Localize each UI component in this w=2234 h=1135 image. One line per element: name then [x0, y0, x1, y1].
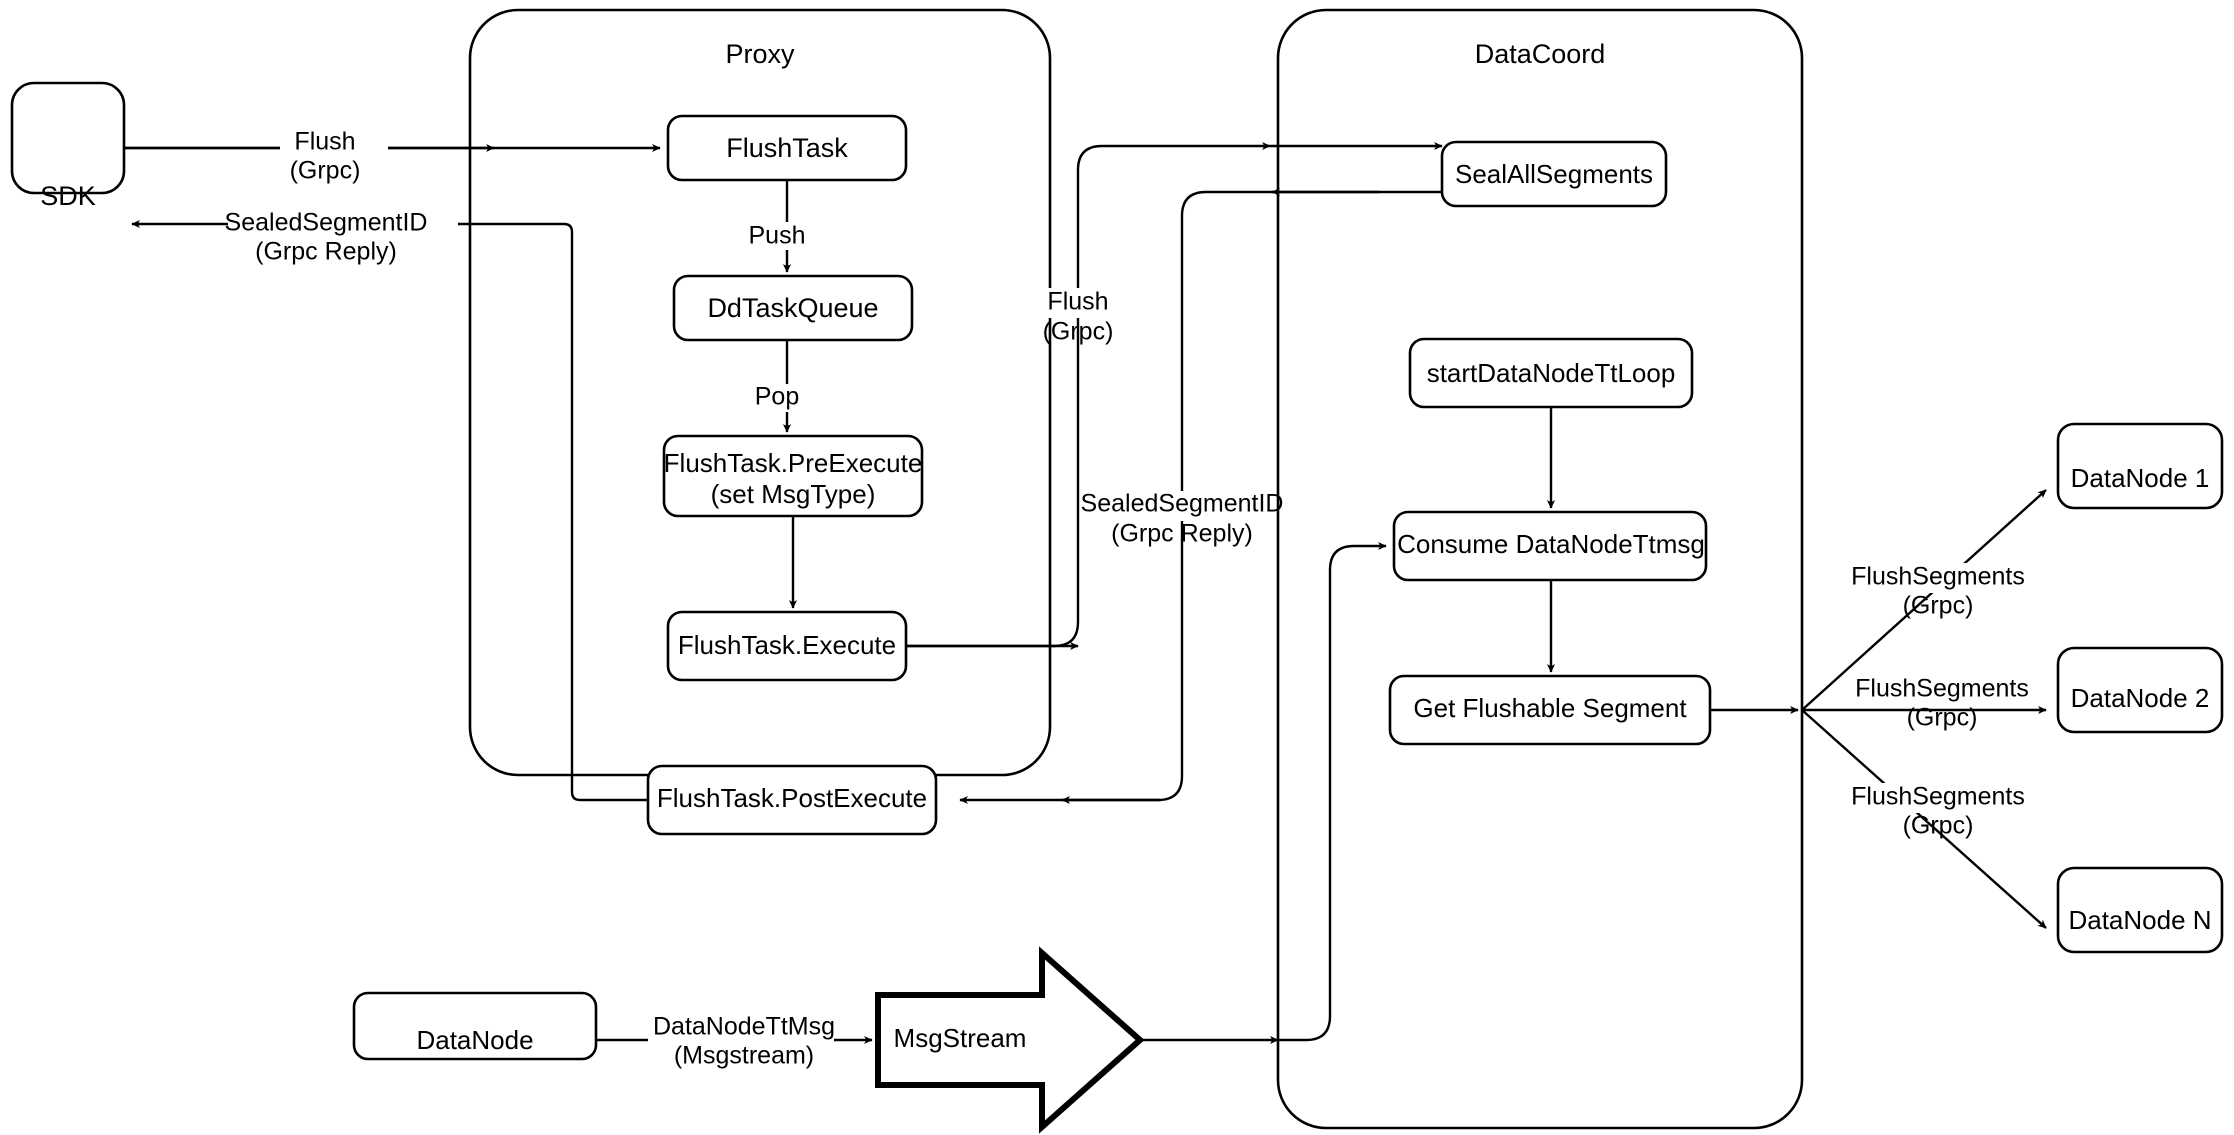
proxy-container-label: Proxy — [725, 39, 795, 69]
postexecute-label: FlushTask.PostExecute — [657, 783, 927, 813]
node-flushtask[interactable]: FlushTask — [666, 114, 908, 182]
flushsegments-label-bg-2 — [1848, 675, 2036, 705]
sealallsegments-label: SealAllSegments — [1455, 159, 1653, 189]
proxy-datacoord-flush-line2: (Grpc) — [1043, 318, 1114, 346]
preexecute-label-line2: (set MsgType) — [711, 479, 876, 509]
datacoord-proxy-sealed-line2: (Grpc Reply) — [1111, 520, 1253, 548]
flushsegments-1-line2: (Grpc) — [1903, 592, 1974, 620]
datanodettmsg-line1: DataNodeTtMsg — [653, 1013, 835, 1041]
node-datanode-bottom[interactable]: DataNode — [352, 991, 598, 1061]
datacoord-proxy-sealed-line1: SealedSegmentID — [1081, 490, 1284, 518]
node-sdk[interactable]: SDK — [10, 81, 126, 211]
node-ddtaskqueue[interactable]: DdTaskQueue — [672, 274, 914, 342]
pop-label: Pop — [755, 383, 799, 411]
startdatanodettloop-label: startDataNodeTtLoop — [1427, 358, 1676, 388]
consume-datanodettmsg-label: Consume DataNodeTtmsg — [1397, 529, 1705, 559]
flushsegments-2-line1: FlushSegments — [1855, 675, 2029, 703]
flush-grpc-label-bg-1 — [280, 125, 388, 157]
node-datanode-n[interactable]: DataNode N — [2056, 866, 2224, 954]
datacoord-container-border — [1276, 8, 1804, 1130]
sealed-segment-label-bg-2 — [1088, 491, 1270, 521]
msgstream-arrow-shape[interactable] — [875, 946, 1145, 1134]
datacoord-container-label: DataCoord — [1475, 39, 1606, 69]
sdk-flush-label-line2: (Grpc) — [290, 157, 361, 185]
flushsegments-label-bg-1 — [1844, 563, 2032, 593]
node-startdatanodettloop[interactable]: startDataNodeTtLoop — [1408, 337, 1694, 409]
node-datanode-2[interactable]: DataNode 2 — [2056, 646, 2224, 734]
ddtaskqueue-label: DdTaskQueue — [707, 293, 878, 323]
node-flushtask-preexecute[interactable]: FlushTask.PreExecute (set MsgType) — [662, 434, 924, 518]
node-msgstream[interactable]: MsgStream — [875, 946, 1145, 1134]
datanode-bottom-label: DataNode — [416, 1025, 533, 1055]
sdk-label: SDK — [40, 181, 96, 211]
flushsegments-label-bg-3 — [1844, 783, 2032, 813]
node-consume-datanodettmsg[interactable]: Consume DataNodeTtmsg — [1392, 510, 1708, 582]
flushsegments-1-line1: FlushSegments — [1851, 563, 2025, 591]
node-get-flushable-segment[interactable]: Get Flushable Segment — [1388, 674, 1712, 746]
datanode-bottom-box[interactable] — [352, 991, 598, 1061]
sdk-sealed-label-line2: (Grpc Reply) — [255, 238, 397, 266]
datanodettmsg-label-bg — [648, 1015, 834, 1043]
datanode-n-label: DataNode N — [2068, 905, 2211, 935]
datanode-1-label: DataNode 1 — [2071, 463, 2210, 493]
execute-label: FlushTask.Execute — [678, 630, 896, 660]
edge-fanout-to-datanode-n — [1801, 709, 2047, 929]
sdk-sealed-label-line1: SealedSegmentID — [225, 209, 428, 237]
proxy-datacoord-flush-line1: Flush — [1047, 288, 1108, 316]
sealallsegments-box[interactable] — [1440, 140, 1668, 208]
datanode-n-box[interactable] — [2056, 866, 2224, 954]
msgstream-label: MsgStream — [894, 1023, 1027, 1053]
push-label-bg — [744, 222, 810, 250]
node-flushtask-postexecute[interactable]: FlushTask.PostExecute — [646, 764, 938, 836]
edge-postexecute-to-sdk — [131, 219, 648, 802]
edge-fanout-to-datanode-1 — [1801, 489, 2047, 711]
sdk-box[interactable] — [10, 81, 126, 195]
sdk-flush-label-line1: Flush — [294, 128, 355, 156]
sealed-segment-label-bg-1 — [228, 210, 458, 240]
push-label: Push — [749, 222, 806, 250]
flushsegments-n-line1: FlushSegments — [1851, 783, 2025, 811]
edge-execute-to-datacoord — [906, 141, 1271, 648]
postexecute-box[interactable] — [646, 764, 938, 836]
container-datacoord: DataCoord — [1276, 8, 1804, 1130]
flushtask-label: FlushTask — [726, 133, 848, 163]
node-datanode-1[interactable]: DataNode 1 — [2056, 422, 2224, 510]
datanode-1-box[interactable] — [2056, 422, 2224, 510]
datanode-2-box[interactable] — [2056, 646, 2224, 734]
get-flushable-segment-label: Get Flushable Segment — [1413, 693, 1687, 723]
flushsegments-2-line2: (Grpc) — [1907, 704, 1978, 732]
ddtaskqueue-box[interactable] — [672, 274, 914, 342]
node-sealallsegments[interactable]: SealAllSegments — [1440, 140, 1668, 208]
node-flushtask-execute[interactable]: FlushTask.Execute — [666, 610, 908, 682]
preexecute-label-line1: FlushTask.PreExecute — [664, 448, 923, 478]
pop-label-bg — [748, 384, 806, 412]
flush-grpc-label-bg-2 — [1036, 288, 1120, 318]
flushsegments-n-line2: (Grpc) — [1903, 812, 1974, 840]
edge-datacoord-rail-to-consume — [1278, 541, 1387, 1042]
datanodettmsg-line2: (Msgstream) — [674, 1042, 814, 1070]
datanode-2-label: DataNode 2 — [2071, 683, 2210, 713]
